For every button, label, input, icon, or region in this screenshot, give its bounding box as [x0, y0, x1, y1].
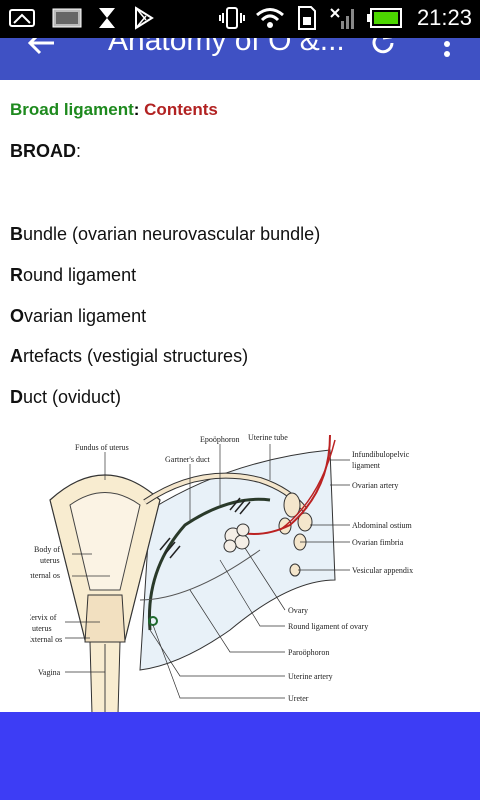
label-cervix-of: Cervix of	[30, 613, 57, 622]
label-abdominal-ostium: Abdominal ostium	[352, 521, 413, 530]
label-epoophoron: Epoöphoron	[200, 435, 240, 444]
list-item: Duct (oviduct)	[10, 387, 122, 407]
list-item: Artefacts (vestigial structures)	[10, 346, 249, 366]
label-uterine-artery: Uterine artery	[288, 672, 333, 681]
content: Broad ligament: Contents	[10, 92, 470, 120]
label-fundus: Fundus of uterus	[75, 443, 129, 452]
list-item: Ovarian ligament	[10, 306, 147, 326]
label-ovarian-fimbria: Ovarian fimbria	[352, 538, 404, 547]
heading-topic: Broad ligament	[10, 100, 134, 119]
status-left-icons	[8, 6, 156, 30]
vibrate-icon	[218, 7, 245, 29]
battery-icon	[366, 8, 402, 28]
anatomy-illustration: Fundus of uterus Epoöphoron Uterine tube…	[30, 433, 413, 714]
status-right-icons: 21:23	[218, 5, 472, 31]
sd-card-icon	[297, 6, 316, 30]
app-bar: Anatomy of O &...	[0, 38, 480, 80]
no-signal-icon	[330, 8, 354, 29]
refresh-icon[interactable]	[368, 38, 398, 58]
list-item: Bundle (ovarian neurovascular bundle)	[10, 224, 321, 244]
photo-icon	[52, 8, 82, 28]
app-title: Anatomy of O &...	[108, 38, 345, 57]
label-body-of: Body of	[34, 545, 60, 554]
label-external-os: External os	[30, 635, 62, 644]
label-vesicular-appendix: Vesicular appendix	[352, 566, 413, 575]
label-vagina: Vagina	[38, 668, 61, 677]
bottom-banner[interactable]	[0, 712, 480, 800]
label-infundibulopelvic: Infundibulopelvic	[352, 450, 410, 459]
mnemonic-title: BROAD:	[10, 141, 82, 161]
section-heading: Broad ligament: Contents	[10, 100, 218, 119]
label-internal-os: Internal os	[30, 571, 60, 580]
broad-ligament-diagram: Fundus of uterus Epoöphoron Uterine tube…	[30, 430, 450, 714]
label-ovarian-artery: Ovarian artery	[352, 481, 398, 490]
clock: 21:23	[416, 5, 472, 30]
back-arrow-icon[interactable]	[26, 38, 56, 58]
label-ovary: Ovary	[288, 606, 308, 615]
label-uterus: uterus	[40, 556, 60, 565]
heading-subtopic: Contents	[144, 100, 218, 119]
label-uterine-tube: Uterine tube	[248, 433, 288, 442]
label-gartners-duct: Gartner's duct	[165, 455, 211, 464]
list-item: Round ligament	[10, 265, 137, 285]
label-round-ligament: Round ligament of ovary	[288, 622, 368, 631]
play-store-icon	[135, 6, 154, 30]
label-paroophoron: Paroöphoron	[288, 648, 329, 657]
image-icon	[9, 9, 35, 27]
label-infundibulopelvic-2: ligament	[352, 461, 381, 470]
label-uterus-2: uterus	[32, 624, 52, 633]
hourglass-icon	[99, 8, 115, 28]
status-bar: 21:23	[0, 0, 480, 38]
wifi-icon	[255, 8, 284, 28]
more-vert-icon[interactable]	[440, 38, 454, 60]
label-ureter: Ureter	[288, 694, 309, 703]
